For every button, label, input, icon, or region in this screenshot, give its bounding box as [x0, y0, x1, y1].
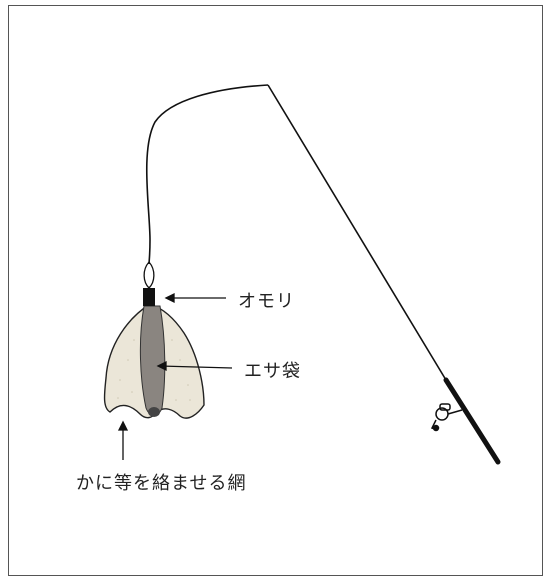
bait-bag-bottom: [148, 407, 160, 417]
rod-grip: [443, 377, 501, 465]
arrow-bait-bag: [156, 360, 233, 372]
fishing-line: [145, 84, 269, 265]
net-label: かに等を絡ませる網: [76, 473, 247, 494]
reel-icon: [430, 403, 463, 432]
arrow-sinker: [164, 292, 226, 304]
sinker: [143, 288, 155, 306]
arrow-net: [117, 420, 129, 460]
bait-bag: [139, 305, 166, 416]
bait-bag-label: エサ袋: [244, 361, 301, 382]
net-texture: [117, 339, 191, 401]
fishing-rod: [267, 84, 447, 381]
diagram-frame: [8, 5, 543, 576]
line-loop: [143, 261, 155, 289]
sinker-label: オモリ: [238, 291, 295, 312]
